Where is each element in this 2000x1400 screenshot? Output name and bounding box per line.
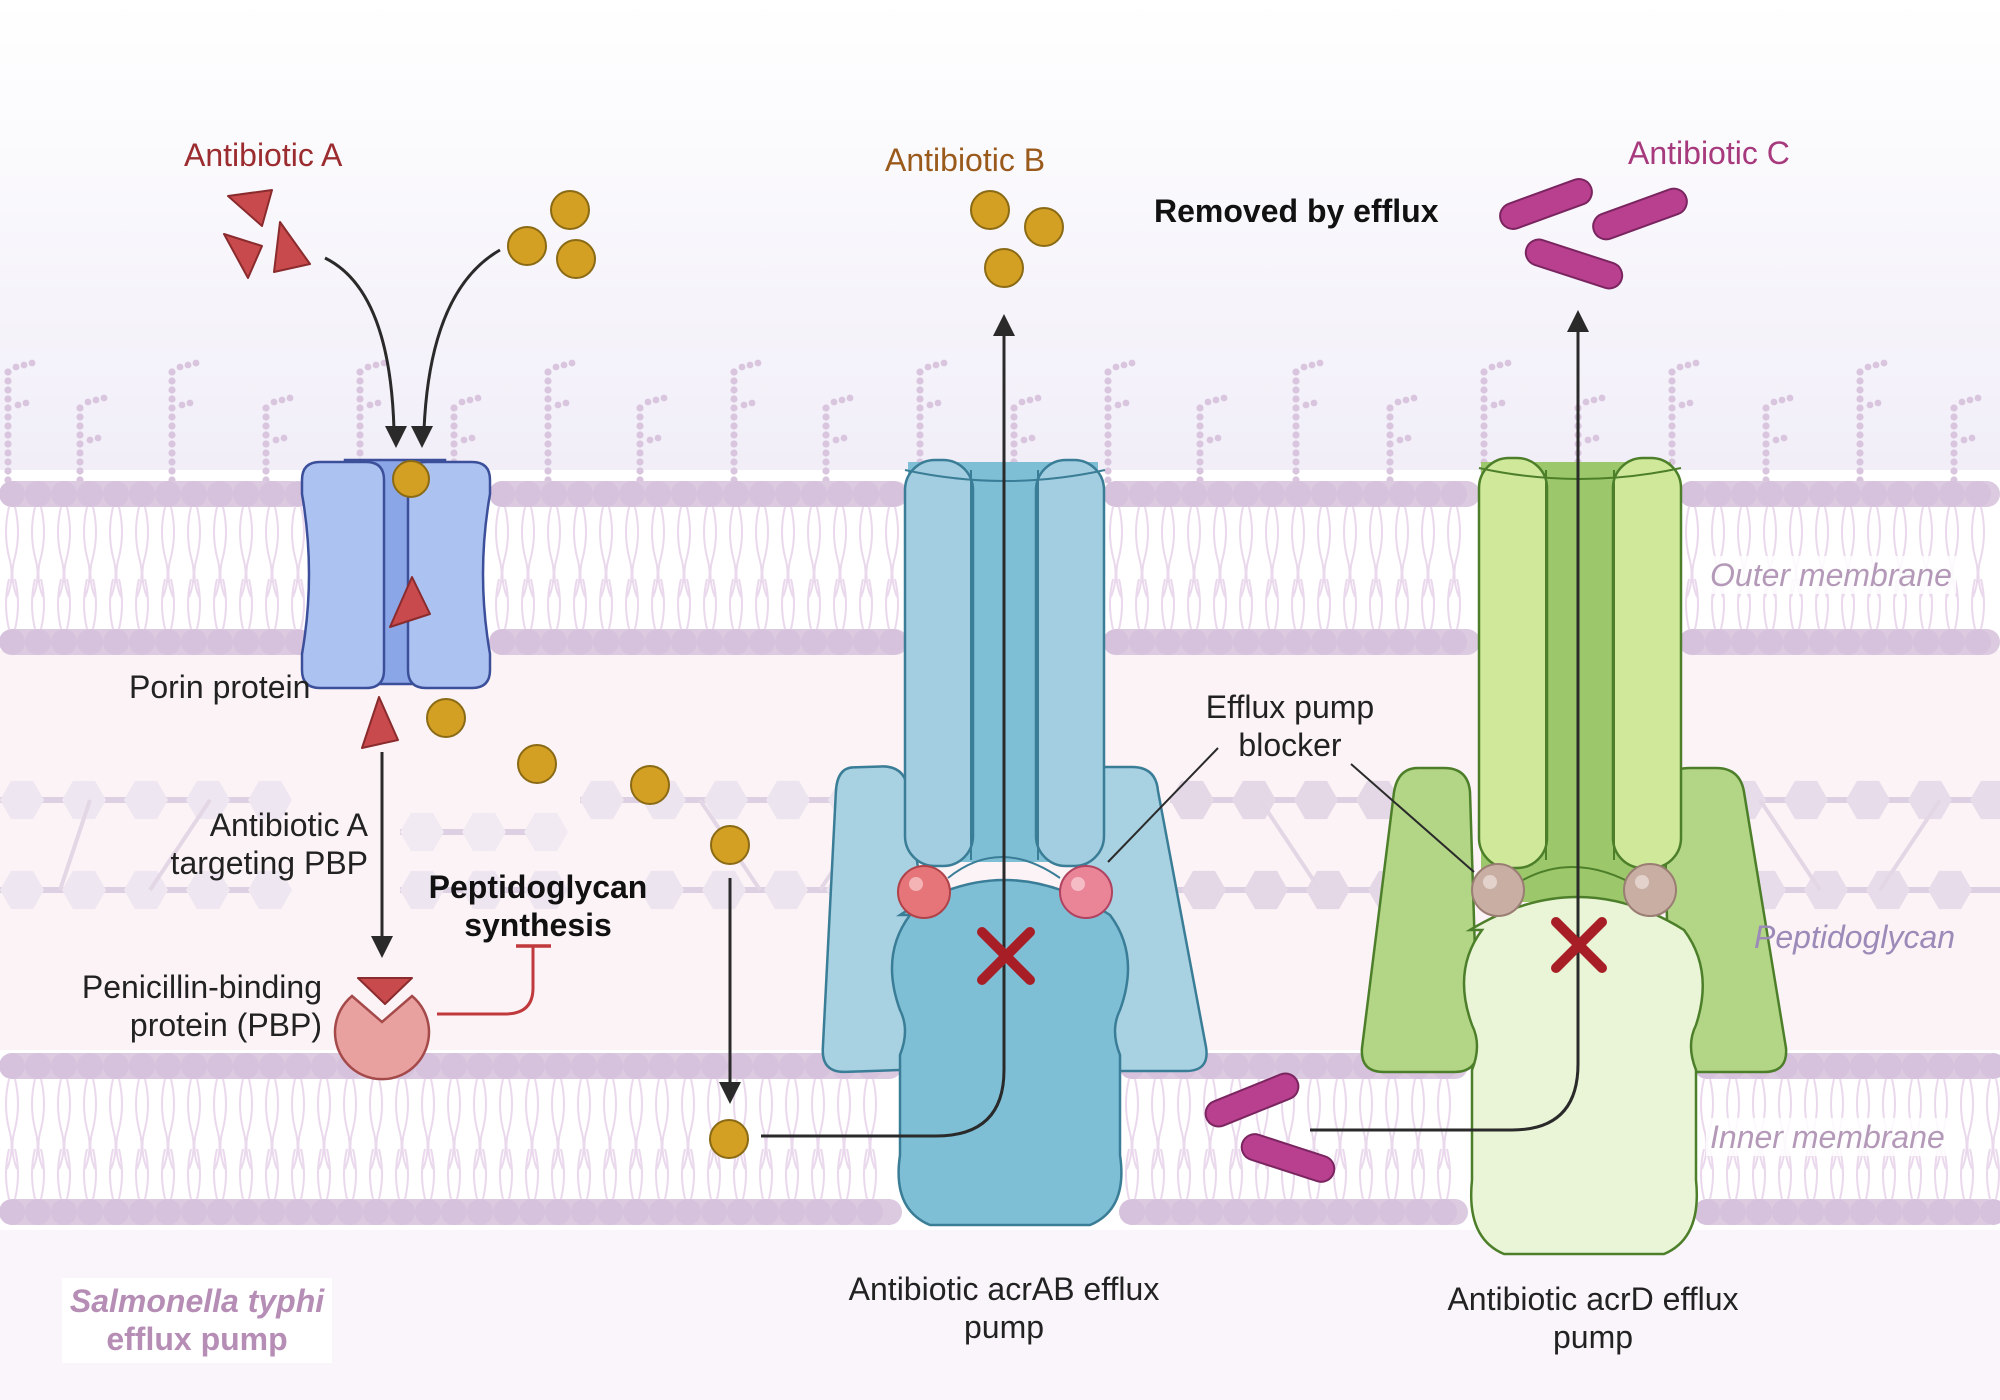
label-blocker-line2: blocker <box>1238 727 1342 764</box>
blocker-acrd-right <box>1623 863 1677 917</box>
blocker-acrd-left <box>1471 863 1525 917</box>
label-pg-synthesis-line1: Peptidoglycan <box>428 869 648 905</box>
label-acrd-line1: Antibiotic acrD efflux <box>1447 1281 1739 1317</box>
label-acrd-line2: pump <box>1552 1319 1634 1356</box>
antibiotic-b-molecule <box>630 765 670 805</box>
label-inner-membrane: Inner membrane <box>1706 1118 1949 1157</box>
label-blocker-line1: Efflux pump <box>1205 689 1375 725</box>
label-peptidoglycan: Peptidoglycan <box>1754 919 1956 955</box>
blocker-acrab-right <box>1059 865 1113 919</box>
lps-chain <box>916 359 948 484</box>
antibiotic-molecules <box>223 178 1688 1183</box>
lipid-bilayer <box>0 1053 2000 1225</box>
antibiotic-b-molecule <box>710 825 750 865</box>
antibiotic-b-molecule <box>984 248 1024 288</box>
antibiotic-b-molecule <box>970 190 1010 230</box>
acrd-efflux-pump <box>1360 456 1788 1256</box>
label-porin-protein: Porin protein <box>129 669 311 705</box>
antibiotic-b-molecule <box>426 698 466 738</box>
lps-chain <box>544 359 576 484</box>
efflux-arrow-c <box>1310 310 1589 1132</box>
label-antibiotic-b: Antibiotic B <box>885 142 1046 178</box>
label-pbp-line2: protein (PBP) <box>129 1007 322 1044</box>
antibiotic-b-molecule <box>517 744 557 784</box>
label-antibiotic-a-targeting: Antibiotic A targeting PBP <box>150 806 368 883</box>
acrab-efflux-pump <box>821 458 1208 1227</box>
label-acrab-pump: Antibiotic acrAB efflux pump <box>824 1270 1184 1347</box>
blocked-cross-acrd <box>1551 917 1607 973</box>
inner-entry-arrow <box>719 878 741 1104</box>
label-antibiotic-a: Antibiotic A <box>184 137 343 173</box>
pbp-targeting-arrow <box>371 752 393 958</box>
peptidoglycan-strand <box>0 870 292 910</box>
label-antibiotic-a-targeting-line2: targeting PBP <box>170 845 368 882</box>
antibiotic-a-molecule <box>273 221 311 273</box>
label-pbp: Penicillin-binding protein (PBP) <box>40 968 322 1045</box>
lps-chain <box>1856 359 1888 484</box>
antibiotic-a-molecule <box>361 696 399 749</box>
lps-chain <box>730 359 762 484</box>
lps-chain <box>1196 394 1228 484</box>
label-outer-membrane: Outer membrane <box>1706 556 1956 595</box>
label-acrd-pump: Antibiotic acrD efflux pump <box>1418 1280 1768 1357</box>
porin-protein <box>300 458 492 690</box>
lps-chain <box>636 394 668 484</box>
extracellular-background <box>0 0 2000 470</box>
cytoplasm-background <box>0 1230 2000 1400</box>
label-antibiotic-a-targeting-line1: Antibiotic A <box>209 807 368 843</box>
blocked-cross-acrab <box>977 927 1035 985</box>
lps-chain <box>168 359 200 484</box>
antibiotic-b-molecule <box>709 1119 749 1159</box>
peptidoglycan-strand <box>0 780 292 820</box>
penicillin-binding-protein <box>333 977 431 1081</box>
label-pg-synthesis-line2: synthesis <box>464 907 612 944</box>
antibiotic-c-molecule <box>1204 1072 1300 1128</box>
antibiotic-c-molecule <box>1524 238 1624 290</box>
label-footer-line2: efflux pump <box>106 1321 288 1358</box>
label-removed-by-efflux: Removed by efflux <box>1154 193 1439 229</box>
peptidoglycan-strand <box>400 870 568 910</box>
blocker-acrab-left <box>897 865 951 919</box>
label-efflux-pump-blocker: Efflux pump blocker <box>1180 688 1400 765</box>
efflux-arrow-b <box>761 314 1015 1138</box>
antibiotic-a-molecule <box>227 189 273 227</box>
lps-chain <box>76 394 108 484</box>
inhibition-connector <box>437 944 551 1016</box>
antibiotic-b-molecule <box>507 226 547 266</box>
antibiotic-c-molecule <box>1592 187 1688 241</box>
antibiotic-b-molecule <box>1024 207 1064 247</box>
label-pbp-line1: Penicillin-binding <box>81 969 322 1005</box>
entry-arrow-a <box>324 256 407 448</box>
antibiotic-b-molecule <box>550 190 590 230</box>
lps-chain <box>4 359 36 484</box>
label-footer-line1: Salmonella typhi <box>69 1283 325 1319</box>
label-acrab-line1: Antibiotic acrAB efflux <box>848 1271 1160 1307</box>
label-footer: Salmonella typhi efflux pump <box>62 1278 332 1363</box>
lps-chain <box>1104 359 1136 484</box>
antibiotic-a-molecule <box>223 233 263 279</box>
label-acrab-line2: pump <box>963 1309 1045 1346</box>
lps-chain <box>1950 394 1982 484</box>
label-peptidoglycan-synthesis: Peptidoglycan synthesis <box>420 868 656 945</box>
antibiotic-c-molecule <box>1499 178 1593 230</box>
antibiotic-b-molecule <box>392 460 430 498</box>
antibiotic-b-molecule <box>556 239 596 279</box>
peptidoglycan-strand <box>400 812 568 852</box>
antibiotic-c-molecule <box>1240 1133 1336 1183</box>
label-antibiotic-c: Antibiotic C <box>1628 135 1790 171</box>
efflux-pump-blockers <box>897 747 1677 919</box>
entry-arrow-b <box>411 248 501 448</box>
